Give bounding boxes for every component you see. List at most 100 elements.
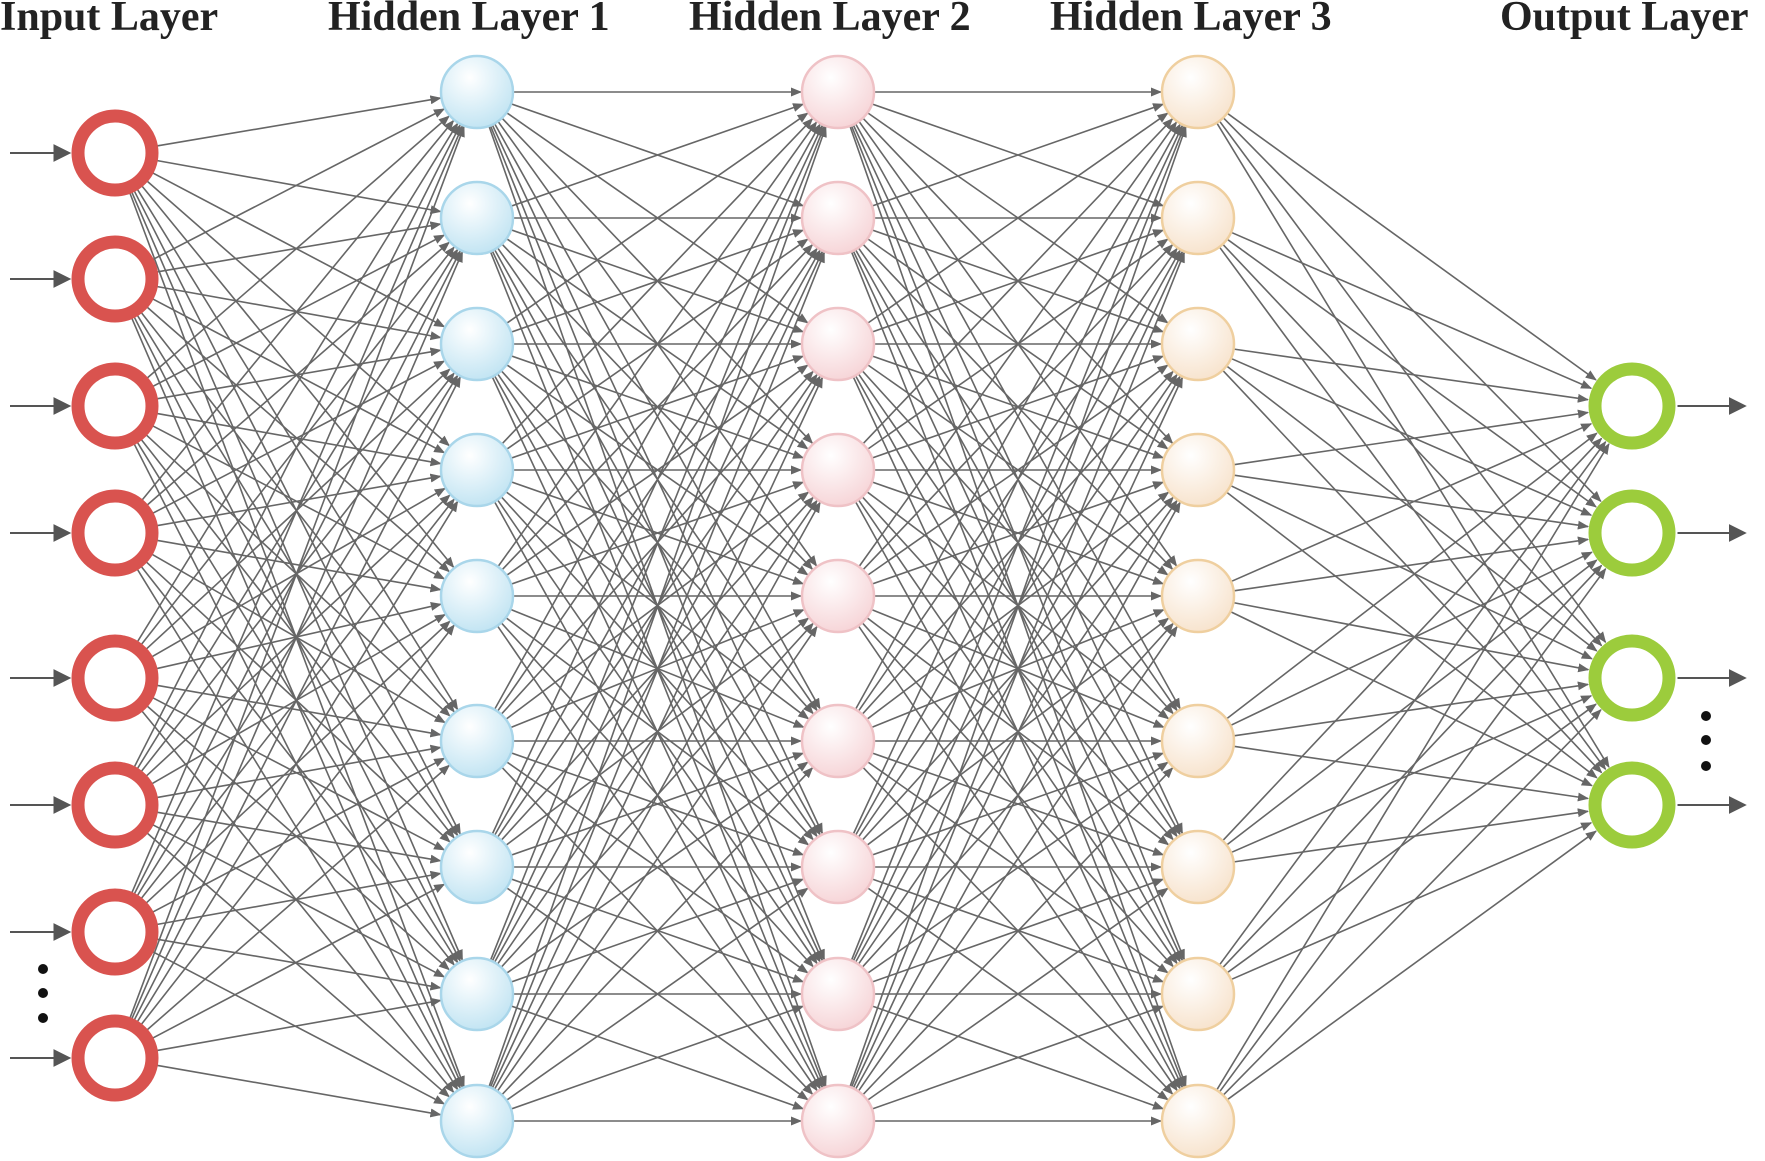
output-neuron: [1588, 761, 1676, 849]
connection-edge: [867, 609, 1165, 730]
connection-edge: [132, 124, 461, 771]
connection-edge: [863, 109, 1169, 324]
hidden1-neuron: [439, 54, 515, 130]
hidden1-neuron: [439, 829, 515, 905]
hidden2-neuron: [800, 703, 876, 779]
hidden1-neuron: [439, 1083, 515, 1159]
connection-edge: [863, 617, 1170, 849]
connection-edge: [863, 761, 1169, 977]
output-neuron: [1588, 362, 1676, 450]
connection-edge: [498, 117, 814, 448]
hidden-layer-3-title: Hidden Layer 3: [1050, 0, 1332, 40]
connection-edge: [1219, 709, 1602, 1099]
connection-edge: [867, 750, 1165, 856]
hidden2-neuron: [800, 956, 876, 1032]
connection-edge: [867, 1003, 1165, 1110]
connection-edge: [135, 566, 459, 1091]
connection-edge: [153, 1064, 442, 1118]
input-layer-title: Input Layer: [0, 0, 218, 40]
connection-edge: [506, 481, 805, 587]
connection-edge: [867, 101, 1165, 207]
connection-edge: [497, 493, 814, 841]
continuation-markers: [38, 711, 1711, 1023]
connection-edge: [135, 500, 459, 1025]
hidden2-neuron: [800, 829, 876, 905]
hidden2-neuron: [800, 54, 876, 130]
hidden3-neuron: [1160, 956, 1236, 1032]
connection-edge: [498, 766, 814, 1099]
connection-edge: [506, 227, 805, 333]
connection-edge: [498, 240, 814, 571]
hidden1-neuron: [439, 558, 515, 634]
connection-edge: [867, 227, 1165, 333]
connection-edge: [1229, 808, 1590, 864]
connections: [128, 87, 1610, 1126]
connection-edge: [867, 479, 1165, 585]
connection-edge: [1226, 356, 1593, 516]
connection-edge: [1213, 443, 1610, 1095]
connection-edge: [138, 624, 455, 1028]
connection-edge: [502, 884, 809, 1101]
connection-edge: [1226, 609, 1593, 787]
connection-edge: [149, 949, 446, 1105]
connection-edge: [863, 238, 1169, 453]
hidden3-neuron: [1160, 1083, 1236, 1159]
connection-edge: [153, 95, 442, 148]
connection-edge: [855, 625, 1178, 1096]
connection-edge: [498, 114, 814, 445]
connection-edge: [502, 488, 810, 720]
hidden3-neuron: [1160, 180, 1236, 256]
connection-edge: [1213, 118, 1610, 768]
neurons: [71, 54, 1676, 1159]
connection-edge: [149, 360, 446, 516]
hidden2-neuron: [800, 432, 876, 508]
connection-edge: [867, 607, 1165, 728]
output-vertical-ellipsis-icon: [1701, 711, 1711, 771]
hidden3-neuron: [1160, 829, 1236, 905]
connection-edge: [1222, 488, 1598, 779]
connection-edge: [144, 241, 450, 508]
connection-edge: [867, 1005, 1165, 1112]
connection-edge: [1229, 536, 1590, 593]
connection-edge: [1226, 483, 1593, 660]
connection-edge: [1216, 117, 1607, 644]
connection-edge: [497, 619, 814, 968]
connection-edge: [132, 376, 462, 1024]
connection-edge: [1229, 681, 1590, 738]
connection-edge: [502, 235, 809, 450]
input-neuron: [71, 489, 159, 577]
connection-edge: [863, 361, 1169, 576]
connection-edge: [153, 473, 442, 527]
connection-edge: [506, 607, 805, 728]
connection-edge: [850, 376, 1184, 1093]
connection-edge: [867, 752, 1165, 858]
connection-edge: [488, 251, 826, 1092]
input-neuron: [71, 888, 159, 976]
connection-edge: [863, 884, 1169, 1101]
hidden1-neuron: [439, 180, 515, 256]
connection-edge: [502, 614, 810, 846]
connection-edge: [1219, 114, 1602, 503]
connection-edge: [1226, 423, 1593, 584]
connection-edge: [867, 229, 1165, 335]
hidden2-neuron: [800, 1083, 876, 1159]
connection-edge: [153, 539, 442, 593]
connection-edge: [867, 353, 1165, 459]
connection-edge: [498, 243, 814, 574]
connection-edge: [506, 750, 805, 856]
connection-edge: [1223, 830, 1597, 1103]
connection-edge: [506, 353, 805, 459]
hidden3-neuron: [1160, 558, 1236, 634]
connection-edge: [1219, 564, 1603, 972]
connection-edge: [494, 625, 818, 1096]
connection-edge: [859, 767, 1174, 1099]
connection-edge: [1223, 703, 1597, 976]
output-neuron: [1588, 489, 1676, 577]
input-neuron: [71, 362, 159, 450]
connection-edge: [1226, 695, 1593, 855]
connection-edge: [153, 684, 442, 738]
connection-edge: [859, 243, 1174, 574]
connection-edge: [502, 112, 809, 327]
hidden2-neuron: [800, 558, 876, 634]
connection-edge: [863, 235, 1169, 450]
